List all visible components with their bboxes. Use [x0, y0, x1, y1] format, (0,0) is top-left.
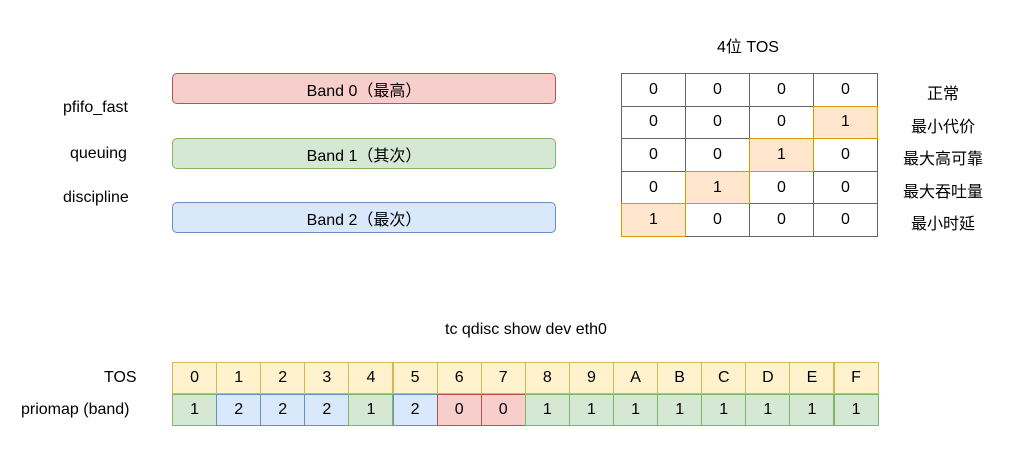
tos-row-label-text: 最大吞吐量: [902, 183, 983, 201]
band-1-box: Band 1（其次）: [172, 138, 556, 169]
tos-bit-cell: 1: [813, 105, 878, 140]
tos-value-cell: D: [745, 362, 791, 394]
tos-value-cell: 9: [568, 362, 614, 394]
priomap-band-cell: 1: [745, 394, 791, 426]
tos-value-cell: 2: [260, 362, 306, 394]
priomap-row-label: priomap (band): [21, 401, 130, 418]
tos-value-cell: 3: [304, 362, 350, 394]
priomap-band-cell: 0: [436, 394, 482, 426]
tos-row-label-text: 最小时延: [910, 216, 975, 234]
priomap-band-cell: 1: [613, 394, 659, 426]
tos-value-cell: 6: [436, 362, 482, 394]
tos-bit-cell: 0: [685, 105, 750, 140]
tos-value-cell: F: [833, 362, 879, 394]
tos-bit-cell: 0: [621, 170, 686, 205]
tos-value-cell: C: [701, 362, 747, 394]
priomap-band-cell: 1: [568, 394, 614, 426]
tos-bit-cell: 0: [813, 73, 878, 107]
tos-bit-cell: 0: [685, 73, 750, 107]
tos-bit-cell: 0: [749, 203, 814, 237]
tos-bit-cell: 0: [621, 73, 686, 107]
tos-row-label-text: 最大高可靠: [902, 151, 983, 169]
tos-bit-cell: 0: [749, 170, 814, 205]
tos-bit-cell: 0: [749, 73, 814, 107]
tos-value-cell: 7: [480, 362, 526, 394]
tos-bit-cell: 0: [813, 203, 878, 237]
tos-bit-cell: 0: [749, 105, 814, 140]
tos-bit-cell: 1: [749, 138, 814, 172]
tos-value-cell: 8: [524, 362, 570, 394]
tos-bit-cell: 1: [685, 170, 750, 205]
tos-bit-cell: 0: [621, 105, 686, 140]
tos-bit-cell: 0: [813, 170, 878, 205]
priomap-band-cell: 2: [216, 394, 262, 426]
priomap-band-cell: 2: [304, 394, 350, 426]
tc-command-caption: tc qdisc show dev eth0: [445, 321, 607, 338]
priomap-band-cell: 1: [701, 394, 747, 426]
priomap-band-cell: 2: [260, 394, 306, 426]
tos-table-title: 4位 TOS: [717, 39, 779, 56]
tos-value-cell: A: [613, 362, 659, 394]
tos-bit-cell: 0: [685, 203, 750, 237]
tos-value-cell: 1: [216, 362, 262, 394]
priomap-band-cell: 1: [172, 394, 218, 426]
priomap-band-cell: 1: [524, 394, 570, 426]
band-0-box: Band 0（最高）: [172, 73, 556, 104]
tos-value-cell: B: [657, 362, 703, 394]
qdisc-label-line-1: pfifo_fast: [63, 99, 128, 116]
priomap-band-cell: 2: [392, 394, 438, 426]
tos-bit-cell: 0: [813, 138, 878, 172]
qdisc-label-line-3: discipline: [63, 189, 129, 206]
tos-row-label: TOS: [104, 369, 137, 386]
priomap-band-cell: 1: [833, 394, 879, 426]
tos-value-cell: 4: [348, 362, 394, 394]
qdisc-label-line-2: queuing: [70, 145, 127, 162]
tos-bit-cell: 1: [621, 203, 686, 237]
tos-value-cell: E: [789, 362, 835, 394]
priomap-band-cell: 0: [480, 394, 526, 426]
priomap-band-cell: 1: [348, 394, 394, 426]
tos-bit-cell: 0: [621, 138, 686, 172]
band-2-box: Band 2（最次）: [172, 202, 556, 233]
priomap-band-cell: 1: [657, 394, 703, 426]
tos-row-label-text: 正常: [926, 86, 959, 103]
tos-value-cell: 5: [392, 362, 438, 394]
tos-value-cell: 0: [172, 362, 218, 394]
tos-bit-cell: 0: [685, 138, 750, 172]
tos-row-label-text: 最小代价: [910, 118, 975, 136]
priomap-band-cell: 1: [789, 394, 835, 426]
